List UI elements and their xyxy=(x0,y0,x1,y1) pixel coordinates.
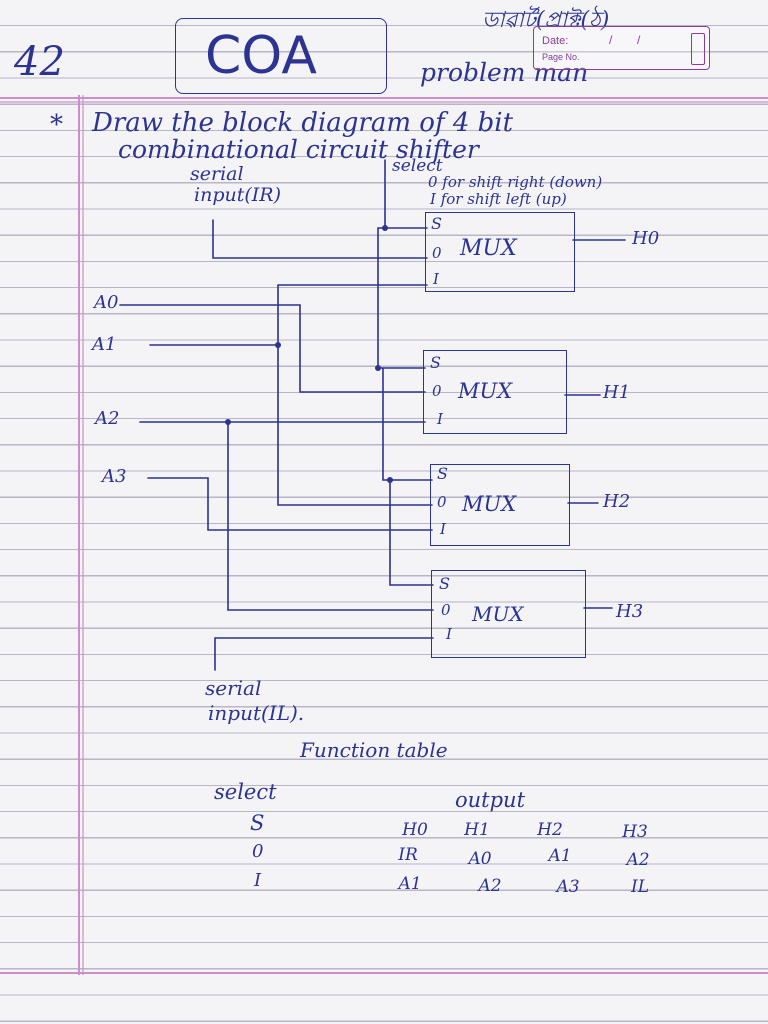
serial-input-top-label-2: input(IR) xyxy=(194,184,281,206)
mux-0-pin-1: I xyxy=(433,270,439,288)
header-rule xyxy=(0,97,768,99)
mux-block-0 xyxy=(425,212,575,292)
mux-1-pin-1: I xyxy=(437,410,443,428)
mux-3-output: H3 xyxy=(616,601,644,622)
date-slash-2: / xyxy=(637,33,641,47)
question-line-1: Draw the block diagram of 4 bit xyxy=(92,108,514,138)
mux-3-pin-0: 0 xyxy=(441,601,451,619)
input-a1: A1 xyxy=(92,334,117,355)
mux-0-output: H0 xyxy=(632,228,660,249)
question-bullet: * xyxy=(50,110,63,140)
mux-1-pin-s: S xyxy=(430,353,441,372)
table-header-output: output xyxy=(455,788,526,812)
footer-rule xyxy=(0,972,768,974)
right-note: problem man xyxy=(420,58,589,87)
table-row-1-h0: A1 xyxy=(398,874,422,894)
table-col-h1: H1 xyxy=(464,820,490,840)
table-col-h0: H0 xyxy=(402,820,428,840)
mux-1-name: MUX xyxy=(458,379,513,403)
subject-box xyxy=(175,18,387,94)
table-row-1-h3: IL xyxy=(630,877,649,897)
mux-0-pin-0: 0 xyxy=(432,244,442,262)
mux-0-pin-s: S xyxy=(431,214,442,233)
table-row-0-h0: IR xyxy=(398,845,418,865)
mux-2-pin-0: 0 xyxy=(437,493,447,511)
mux-2-pin-1: I xyxy=(440,520,446,538)
page-number: 42 xyxy=(14,39,65,85)
stamp-pen-icon xyxy=(691,33,705,65)
input-a3: A3 xyxy=(102,466,127,487)
mux-block-3 xyxy=(431,570,586,658)
select-note-left: I for shift left (up) xyxy=(430,190,567,208)
question-line-2: combinational circuit shifter xyxy=(118,135,479,164)
table-select-symbol: S xyxy=(250,811,265,835)
serial-input-bottom-label-2: input(IL). xyxy=(208,701,305,725)
table-col-h3: H3 xyxy=(622,822,648,842)
subject-title: COA xyxy=(205,26,317,86)
mux-3-pin-1: I xyxy=(446,625,452,643)
left-margin-line xyxy=(78,95,80,975)
table-header-select: select xyxy=(214,780,277,804)
date-slash-1: / xyxy=(609,33,613,47)
header-rule-inner xyxy=(0,101,768,103)
date-label: Date: xyxy=(542,35,569,47)
input-a0: A0 xyxy=(94,292,119,313)
date-page-stamp: Date: / / Page No. xyxy=(533,26,710,70)
select-label: select xyxy=(392,156,443,176)
serial-input-bottom-label-1: serial xyxy=(205,676,262,700)
mux-2-name: MUX xyxy=(462,492,517,516)
mux-1-output: H1 xyxy=(603,382,631,403)
input-a2: A2 xyxy=(95,408,120,429)
table-col-h2: H2 xyxy=(537,820,563,840)
mux-2-pin-s: S xyxy=(437,464,448,483)
mux-3-name: MUX xyxy=(472,602,524,626)
mux-1-pin-0: 0 xyxy=(432,382,442,400)
table-row-1-select: I xyxy=(254,870,262,891)
serial-input-top-label-1: serial xyxy=(190,163,244,185)
page-no-label: Page No. xyxy=(542,52,580,62)
mux-3-pin-s: S xyxy=(439,574,450,593)
table-row-0-h2: A1 xyxy=(548,846,572,866)
mux-block-2 xyxy=(430,464,570,546)
select-note-right: 0 for shift right (down) xyxy=(428,173,603,191)
mux-2-output: H2 xyxy=(603,491,631,512)
mux-block-1 xyxy=(423,350,567,434)
table-row-0-select: 0 xyxy=(252,841,264,862)
function-table-title: Function table xyxy=(300,738,448,762)
table-row-1-h1: A2 xyxy=(478,876,502,896)
table-row-0-h3: A2 xyxy=(626,850,650,870)
table-row-1-h2: A3 xyxy=(556,877,580,897)
table-row-0-h1: A0 xyxy=(468,849,492,869)
mux-0-name: MUX xyxy=(460,236,517,261)
left-margin-line-inner xyxy=(82,95,84,975)
